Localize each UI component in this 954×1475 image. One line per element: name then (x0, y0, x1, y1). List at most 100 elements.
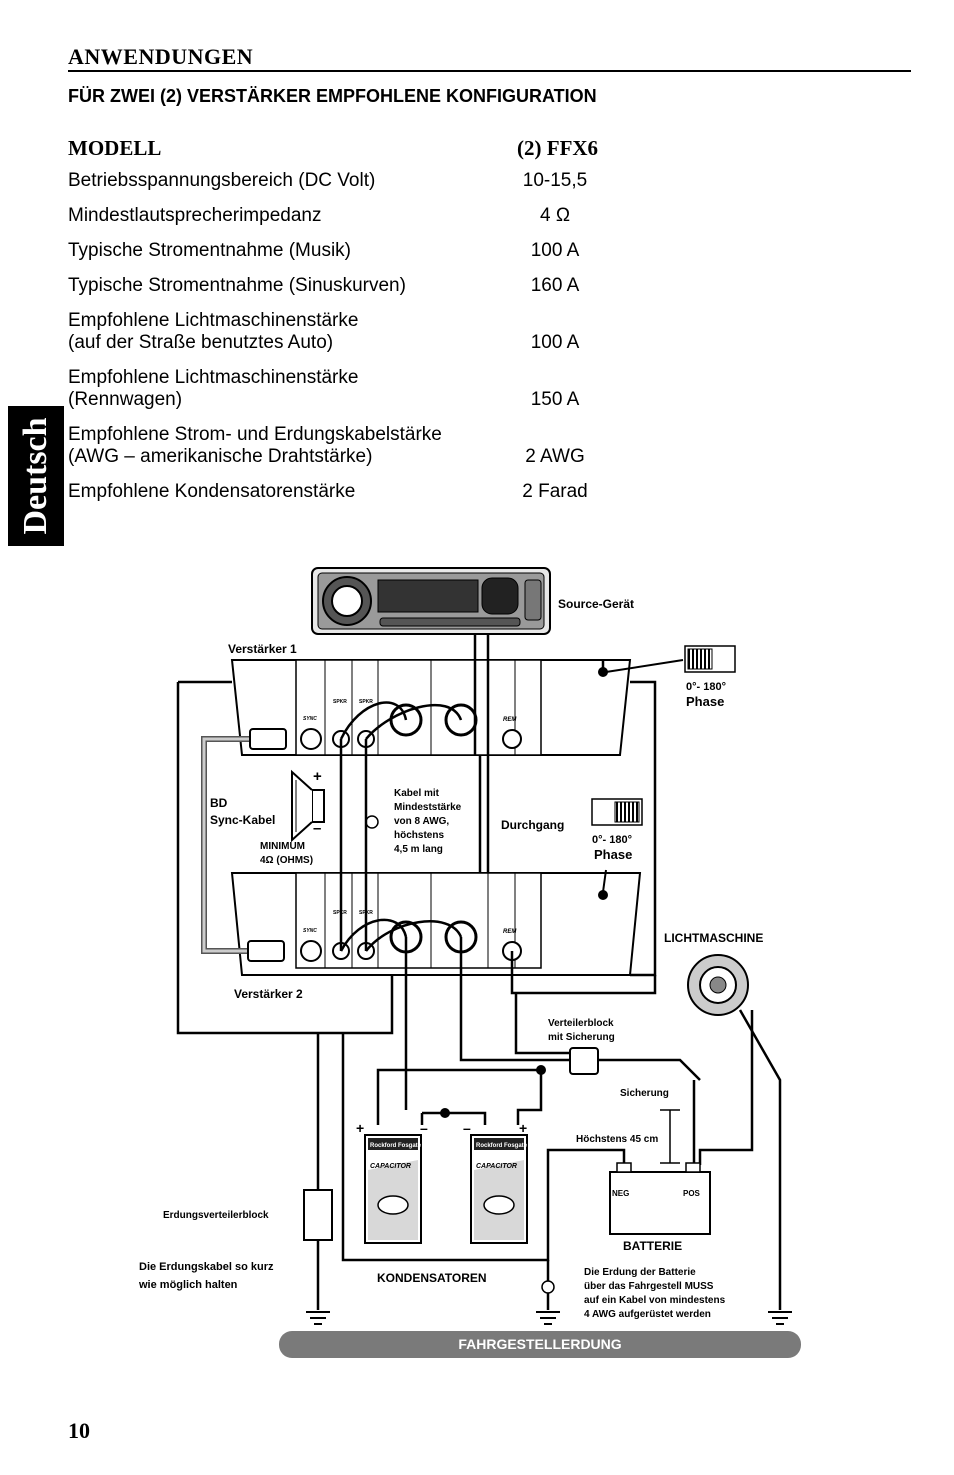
spec-header: MODELL (2) FFX6 (68, 136, 628, 170)
cap-minus: – (463, 1120, 471, 1136)
page-number: 10 (68, 1418, 90, 1443)
source-label: Source-Gerät (558, 597, 634, 611)
ground-icon (306, 1311, 792, 1325)
spec-label: Empfohlene Lichtmaschinenstärke (auf der… (68, 310, 359, 353)
phase-label-2: Phase (594, 847, 632, 862)
amp1-spkr-label-b: SPKR (359, 699, 373, 705)
amplifier-1 (230, 659, 632, 756)
amp2-rem-label: REM (503, 929, 517, 935)
power-wiring (176, 660, 782, 1310)
bd-label: BD (210, 796, 228, 810)
language-tab: Deutsch (8, 406, 64, 546)
section-header: ANWENDUNGEN (68, 44, 911, 72)
spec-label: Mindestlautsprecherimpedanz (68, 205, 322, 226)
battery-pos: POS (683, 1189, 701, 1198)
capacitor-2 (470, 1134, 528, 1244)
cap-plus: + (356, 1120, 364, 1136)
minimum-label: MINIMUM (260, 841, 305, 852)
battery-label: BATTERIE (623, 1239, 682, 1253)
fuse-label: Sicherung (620, 1088, 669, 1099)
durchgang-label: Durchgang (501, 818, 564, 832)
distribution-label-1: Verteilerblock (548, 1018, 614, 1029)
distribution-block (569, 1047, 599, 1075)
cap-minus: – (420, 1120, 428, 1136)
capacitor-1 (364, 1134, 422, 1244)
ground-note-2: wie möglich halten (138, 1279, 238, 1291)
sync-plug-2 (247, 940, 285, 962)
distribution-label-2: mit Sicherung (548, 1032, 615, 1043)
source-unit (311, 567, 551, 635)
spec-value: 150 A (530, 389, 580, 410)
cable-note-marker (365, 815, 379, 829)
phase-range-2: 0°- 180° (592, 834, 632, 846)
chassis-ground-label: FAHRGESTELLERDUNG (458, 1336, 621, 1352)
sync-plug-1 (249, 728, 287, 750)
junction (536, 1065, 546, 1075)
phase-label-1: Phase (686, 694, 724, 709)
spec-value: 2 Farad (522, 481, 588, 502)
speaker-minus: – (313, 820, 321, 837)
cable-note-line: 4,5 m lang (394, 844, 443, 855)
amp1-label: Verstärker 1 (228, 642, 297, 656)
speaker-icon (291, 769, 325, 843)
speaker-plus: + (313, 768, 322, 785)
phase-switch-1 (605, 645, 736, 673)
spec-label: Betriebsspannungsbereich (DC Volt) (68, 170, 376, 191)
cap-plus: + (519, 1120, 527, 1136)
battery-ground-line: Die Erdung der Batterie (584, 1267, 696, 1278)
spec-row: Betriebsspannungsbereich (DC Volt) 10-15,… (68, 170, 628, 192)
amplifier-2 (230, 872, 642, 976)
col-model: MODELL (68, 136, 162, 160)
spec-value: 2 AWG (525, 446, 585, 467)
spec-label: Empfohlene Kondensatorenstärke (68, 481, 356, 502)
spec-table: MODELL (2) FFX6 Betriebsspannungsbereich… (68, 136, 628, 503)
spec-value: 10-15,5 (522, 170, 588, 191)
cable-note-line: Kabel mit (394, 788, 440, 799)
spec-label: Empfohlene Lichtmaschinenstärke (Rennwag… (68, 367, 359, 410)
capacitors-label: KONDENSATOREN (377, 1271, 487, 1285)
amp2-label: Verstärker 2 (234, 987, 303, 1001)
spec-row: Empfohlene Lichtmaschinenstärke (auf der… (68, 310, 628, 354)
spec-value: 4 Ω (539, 205, 571, 226)
spec-row: Empfohlene Kondensatorenstärke 2 Farad (68, 481, 628, 503)
spec-label: Typische Stromentnahme (Sinuskurven) (68, 275, 406, 296)
spec-value: 100 A (530, 240, 580, 261)
phase-range-1: 0°- 180° (686, 681, 726, 693)
capacitor-1-brand: Rockford Fosgate (370, 1143, 422, 1149)
spec-row: Empfohlene Lichtmaschinenstärke (Rennwag… (68, 367, 628, 411)
alternator-label: LICHTMASCHINE (664, 931, 763, 945)
spec-value: 100 A (530, 332, 580, 353)
amp1-sync-label: SYNC (303, 716, 317, 722)
section-title: ANWENDUNGEN (68, 44, 254, 69)
capacitor-2-brand: Rockford Fosgate (476, 1143, 528, 1149)
battery-ground-line: über das Fahrgestell MUSS (584, 1281, 714, 1292)
spec-row: Typische Stromentnahme (Musik)100 A (68, 240, 628, 262)
junction (440, 1108, 450, 1118)
cable-note-line: Mindeststärke (394, 802, 462, 813)
phase-switch-2 (591, 798, 643, 893)
max-distance-label: Höchstens 45 cm (576, 1134, 658, 1145)
cable-note-line: von 8 AWG, (394, 816, 449, 827)
ground-block-label: Erdungsverteilerblock (163, 1210, 269, 1221)
amp2-sync-label: SYNC (303, 928, 317, 934)
header-rule (68, 70, 911, 72)
capacitor-1-model: CAPACITOR (370, 1163, 411, 1170)
spec-row: Empfohlene Strom- und Erdungskabelstärke… (68, 424, 628, 468)
amp1-rem-label: REM (503, 717, 517, 723)
battery-ground-note: Die Erdung der Batterie über das Fahrges… (584, 1267, 726, 1320)
spec-value: 160 A (530, 275, 580, 296)
chassis-ground-bar (279, 1331, 801, 1358)
spec-row: Typische Stromentnahme (Sinuskurven) 160 … (68, 275, 628, 297)
capacitor-2-model: CAPACITOR (476, 1163, 517, 1170)
spec-row: Mindestlautsprecherimpedanz 4 Ω (68, 205, 628, 227)
rca-wires (473, 634, 490, 660)
ground-block (303, 1189, 333, 1241)
amp1-spkr-label-a: SPKR (333, 699, 347, 705)
battery-ground-line: auf ein Kabel von mindestens (584, 1295, 726, 1306)
alternator-icon (687, 954, 749, 1016)
sync-cable-label: Sync-Kabel (210, 813, 275, 827)
ohms-label: 4Ω (OHMS) (260, 855, 313, 866)
battery-ground-line: 4 AWG aufgerüstet werden (584, 1309, 711, 1320)
ground-note-1: Die Erdungskabel so kurz (139, 1261, 274, 1273)
